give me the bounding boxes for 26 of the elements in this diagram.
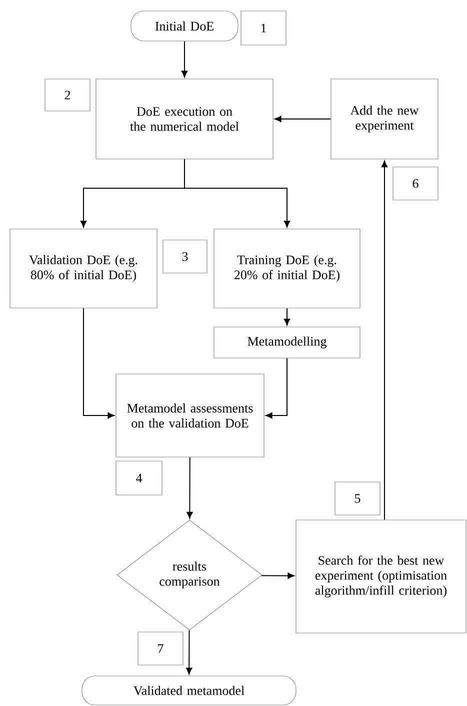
arrow (284, 308, 290, 326)
arrow (266, 358, 288, 419)
process-box: Training DoE (e.g. 20% of initial DoE) (214, 228, 360, 308)
step-number: 5 (334, 482, 380, 516)
arrow (274, 116, 332, 122)
process-box: Metamodelling (214, 326, 360, 358)
arrow (181, 40, 188, 78)
process-box: Add the new experiment (330, 78, 438, 160)
step-number: 2 (44, 78, 90, 112)
arrow (186, 456, 193, 519)
step-number: 7 (138, 632, 184, 666)
process-box: Metamodel assessments on the validation DoE (116, 374, 264, 458)
step-number: 3 (162, 240, 208, 274)
step-number: 4 (116, 460, 162, 496)
process-box: DoE execution on the numerical model (96, 78, 274, 160)
arrow (184, 158, 290, 228)
arrow (83, 308, 114, 419)
start-terminal: Initial DoE (130, 10, 238, 42)
process-box: Search for the best new experiment (optimisation algorithm/infill criterion) (296, 520, 466, 634)
arrow (381, 160, 388, 520)
process-box: Validation DoE (e.g. 80% of initial DoE) (10, 228, 158, 308)
end-terminal: Validated metamodel (82, 676, 296, 706)
arrow (261, 572, 294, 579)
arrow (186, 630, 192, 674)
step-number: 6 (392, 166, 438, 200)
step-number: 1 (240, 10, 286, 46)
